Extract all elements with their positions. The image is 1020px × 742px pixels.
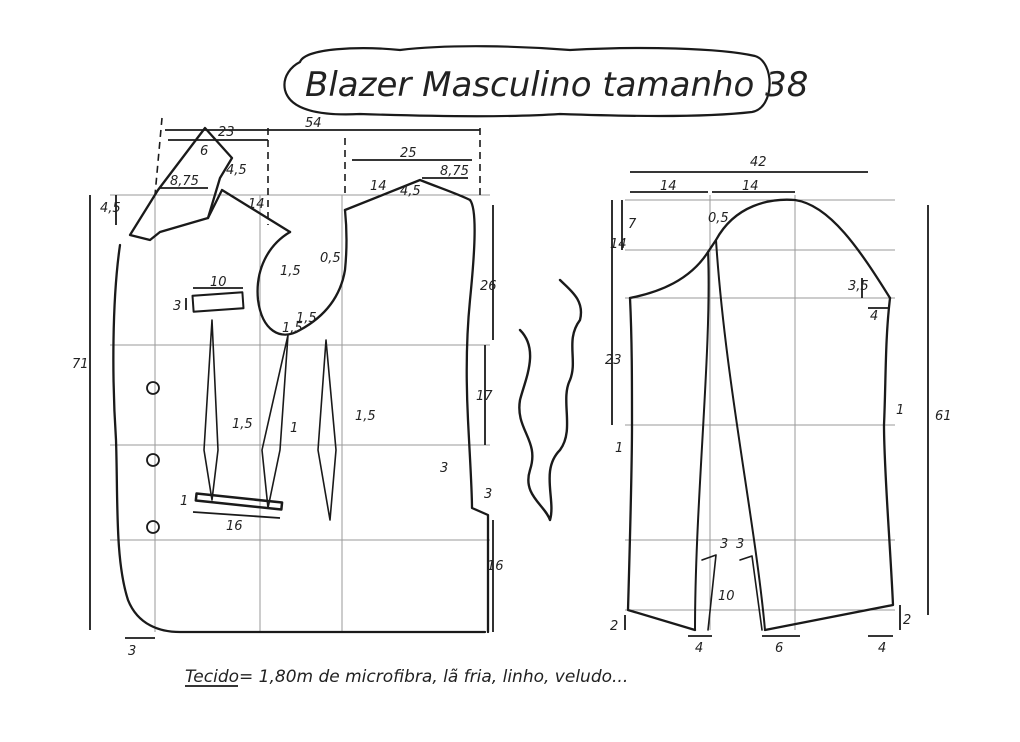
dimension-label: 14: [370, 179, 387, 194]
dimension-label: 61: [935, 409, 952, 424]
dimension-label: 1,5: [282, 321, 303, 336]
button-1: [146, 381, 160, 395]
dimension-label: 3: [173, 299, 181, 314]
dimension-label: 10: [210, 275, 227, 290]
dimension-label: 3: [484, 487, 492, 502]
title-text: Blazer Masculino tamanho 38: [305, 65, 808, 105]
dimension-label: 8,75: [170, 174, 199, 189]
dimension-label: 71: [72, 357, 89, 372]
breast-pocket: [191, 291, 245, 313]
dimension-label: 3,5: [848, 279, 869, 294]
dimension-label: 1,5: [280, 264, 301, 279]
dimension-label: 0,5: [320, 251, 341, 266]
sleeve-dimension-labels: 42 14 14 7 0,5 14 3,5 4 23 61 1 1 3 3 10…: [605, 155, 952, 656]
dimension-label: 1,5: [355, 409, 376, 424]
dimension-label: 23: [218, 125, 235, 140]
dimension-label: 4: [695, 641, 703, 656]
dimension-label: 42: [750, 155, 767, 170]
dimension-label: 1: [615, 441, 623, 456]
front-darts: [203, 319, 337, 521]
dimension-label: 10: [718, 589, 735, 604]
sleeve-grid: [625, 195, 895, 630]
dimension-label: 16: [487, 559, 504, 574]
front-dimension-arrows: [89, 129, 494, 639]
fabric-note: Tecido= 1,80m de microfibra, lã fria, li…: [185, 667, 628, 687]
dimension-label: 3: [128, 644, 136, 659]
front-grid: [110, 194, 490, 632]
signature-mark: [518, 278, 583, 522]
dimension-label: 1: [896, 403, 904, 418]
sleeve-dimension-arrows: [611, 171, 929, 637]
dimension-label: 25: [400, 146, 417, 161]
button-3: [146, 520, 160, 534]
dimension-label: 1,5: [232, 417, 253, 432]
dimension-label: 2: [610, 619, 618, 634]
dimension-label: 23: [605, 353, 622, 368]
dimension-label: 6: [775, 641, 783, 656]
dimension-label: 14: [660, 179, 677, 194]
dimension-label: 4,5: [226, 163, 247, 178]
dimension-label: 17: [476, 389, 493, 404]
dimension-label: 8,75: [440, 164, 469, 179]
dimension-label: 14: [248, 197, 265, 212]
front-dimension-labels: 54 23 6 4,5 8,75 4,5 14 25 14 8,75 4,5 7…: [72, 116, 504, 659]
dimension-label: 7: [628, 217, 637, 232]
dimension-label: 3: [736, 537, 744, 552]
dimension-label: 3: [720, 537, 728, 552]
front-outline: [112, 126, 490, 634]
dimension-label: 4: [870, 309, 878, 324]
dimension-label: 1: [290, 421, 298, 436]
dimension-label: 6: [200, 144, 208, 159]
hip-pocket: [194, 492, 284, 511]
dimension-label: 4,5: [100, 201, 121, 216]
button-2: [146, 453, 160, 467]
dimension-label: 4,5: [400, 184, 421, 199]
title-cloud: Blazer Masculino tamanho 38: [283, 45, 808, 118]
dimension-label: 1: [180, 494, 188, 509]
dimension-label: 1,5: [296, 311, 317, 326]
dimension-label: 16: [226, 519, 243, 534]
dimension-label: 26: [480, 279, 497, 294]
dimension-label: 0,5: [708, 211, 729, 226]
dimension-label: 4: [878, 641, 886, 656]
dimension-label: 14: [610, 237, 627, 252]
front-construction-dashes: [154, 117, 481, 225]
dimension-label: 3: [440, 461, 448, 476]
dimension-label: 54: [305, 116, 322, 131]
dimension-label: 14: [742, 179, 759, 194]
dimension-label: 2: [903, 613, 911, 628]
sleeve-outline: [626, 198, 895, 632]
